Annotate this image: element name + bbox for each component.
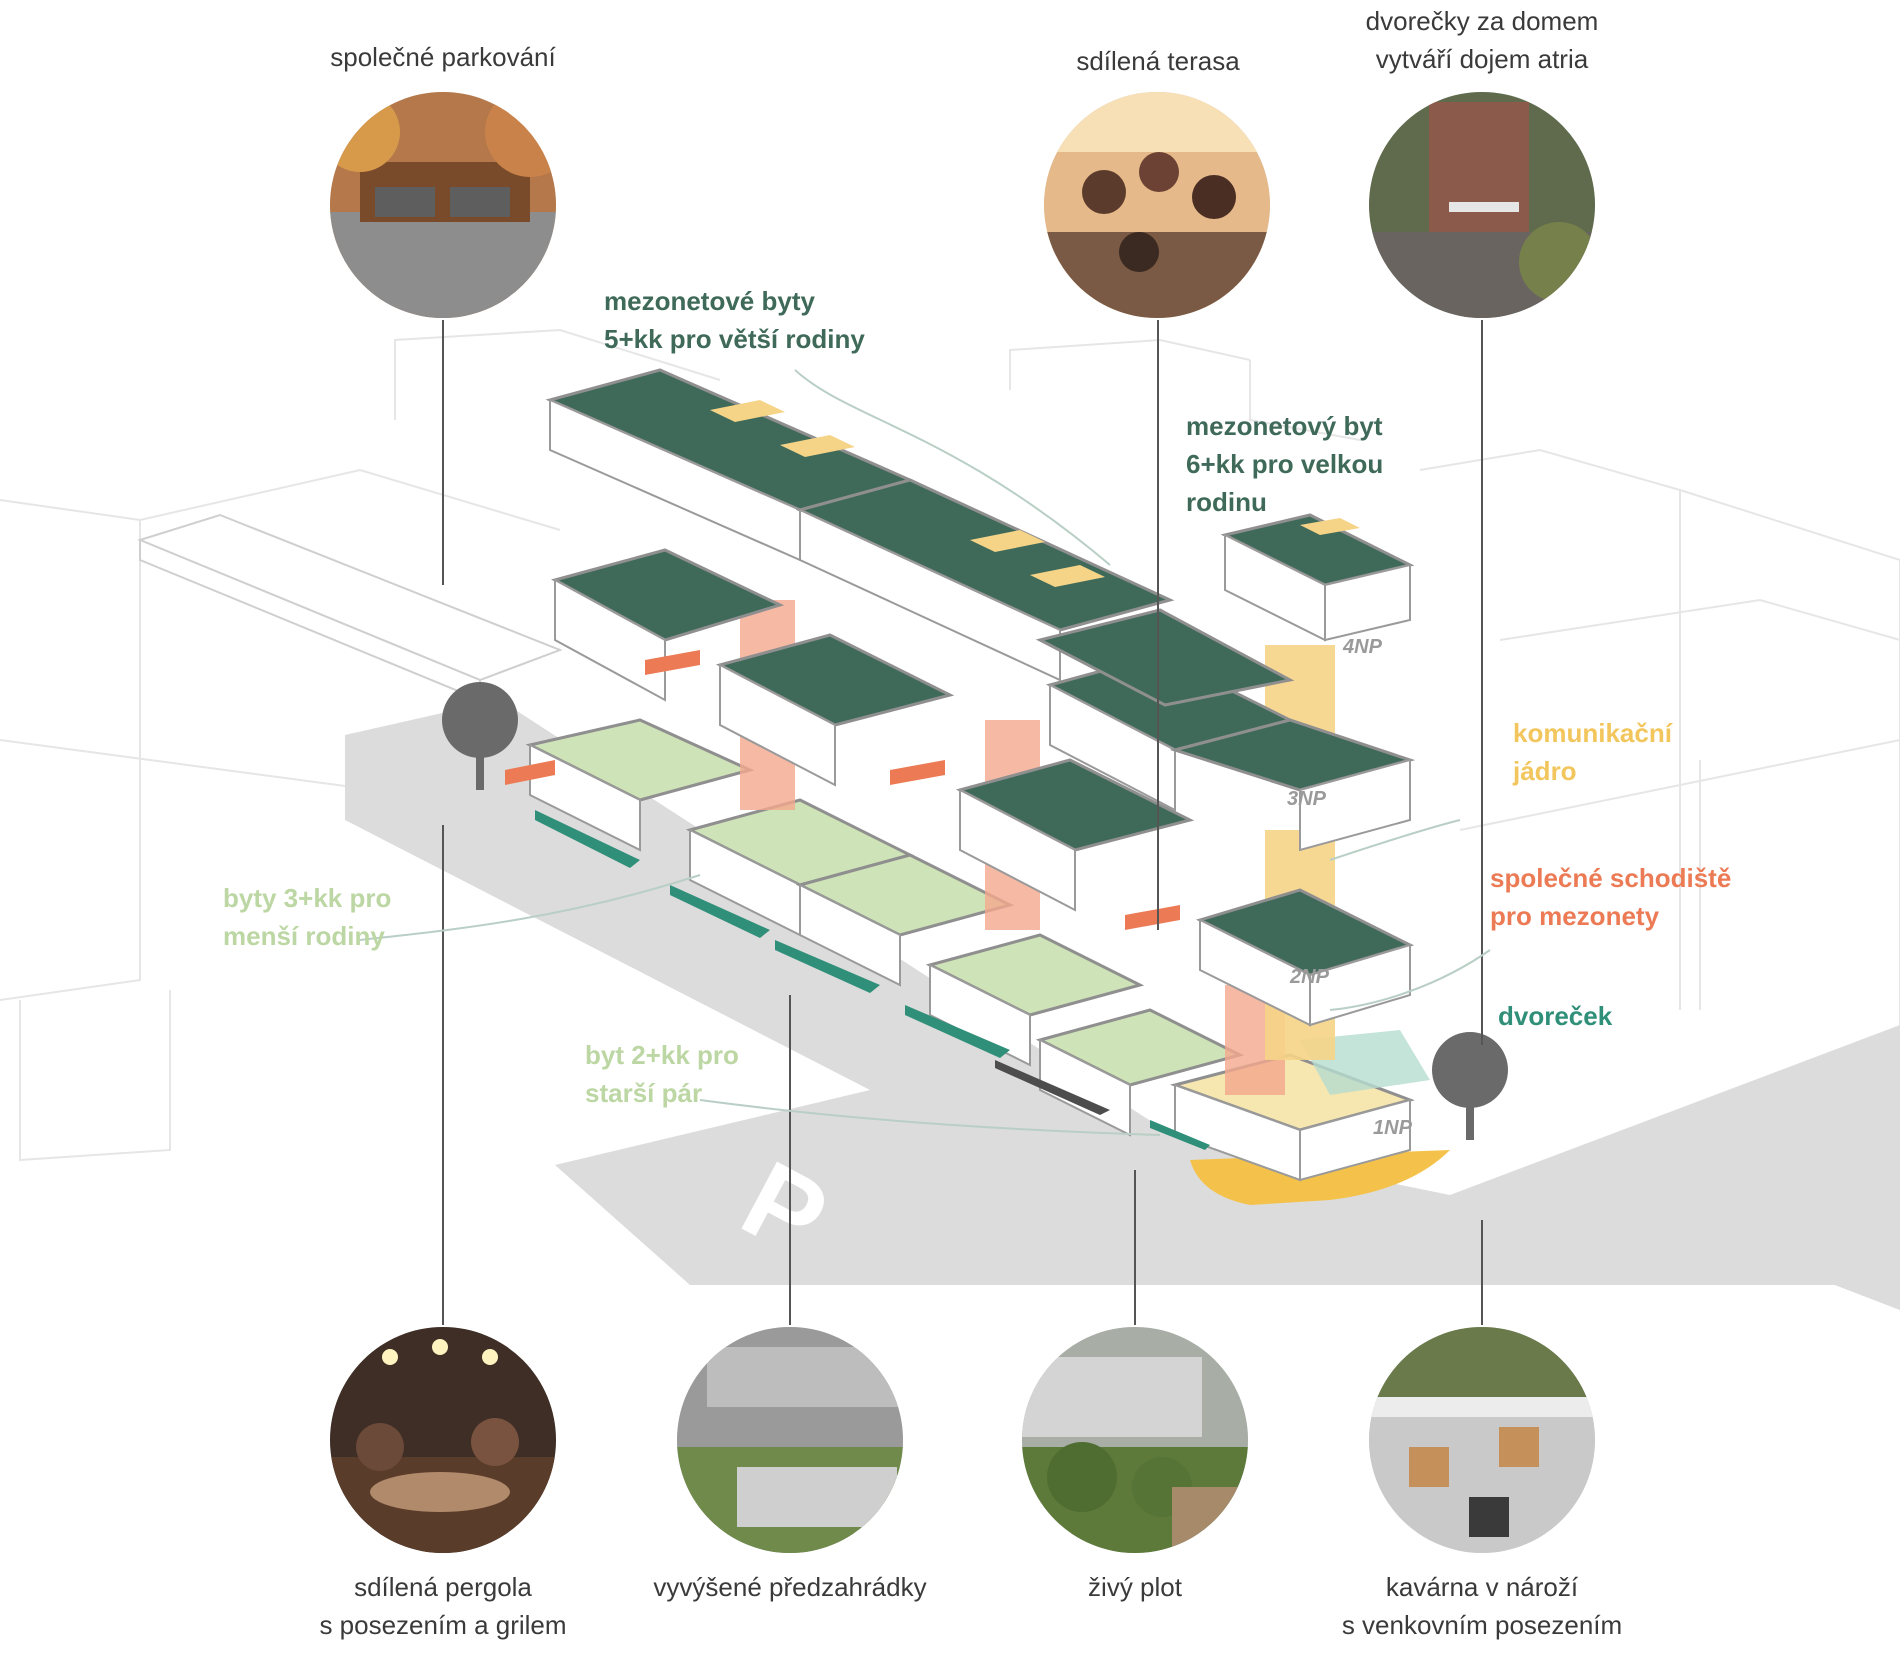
label-mezonet-5kk-line1: mezonetové byty — [604, 286, 815, 316]
label-core-line1: komunikační — [1513, 718, 1672, 748]
label-flat-2kk-line2: starší pár — [585, 1078, 703, 1108]
caption-pergola-line1: sdílená pergola — [354, 1572, 532, 1602]
caption-cafe-line1: kavárna v nároží — [1385, 1572, 1579, 1602]
caption-shared-parking: společné parkování — [330, 42, 556, 72]
caption-pergola-line2: s posezením a grilem — [319, 1610, 567, 1640]
front-gardens-photo — [677, 1327, 903, 1553]
rooftop-party-photo — [1044, 92, 1270, 318]
label-mezonet-5kk-line2: 5+kk pro větší rodiny — [604, 324, 865, 354]
label-stairs-line1: společné schodiště — [1490, 863, 1732, 893]
floor-label-1np: 1NP — [1373, 1117, 1412, 1139]
label-core-line2: jádro — [1513, 756, 1577, 786]
label-courtyard: dvoreček — [1498, 1001, 1613, 1031]
carport-photo — [330, 92, 556, 318]
pergola-dinner-photo — [330, 1327, 556, 1553]
caption-cafe-line2: s venkovním posezením — [1341, 1610, 1623, 1640]
tree-right — [1432, 1032, 1508, 1140]
caption-shared-terrace: sdílená terasa — [1076, 46, 1240, 76]
cafe-terrace-photo — [1369, 1327, 1595, 1553]
floor-2np — [551, 548, 1415, 1027]
tree-left — [442, 682, 518, 790]
floor-label-2np: 2NP — [1290, 966, 1329, 988]
floor-label-4np: 4NP — [1343, 636, 1382, 658]
label-flat-2kk-line1: byt 2+kk pro — [585, 1040, 739, 1070]
leader-lines — [442, 320, 1483, 1325]
caption-hedge: živý plot — [1088, 1572, 1182, 1602]
floor-label-3np: 3NP — [1287, 788, 1326, 810]
caption-raised-gardens: vyvýšené předzahrádky — [653, 1572, 927, 1602]
label-mezonet-6kk-line2: 6+kk pro velkou — [1186, 449, 1384, 479]
label-flat-3kk-line2: menší rodiny — [223, 921, 385, 951]
label-curves — [359, 369, 1491, 1136]
hedge-photo — [1022, 1327, 1248, 1553]
courtyard-atrium-photo — [1369, 92, 1595, 318]
label-stairs-line2: pro mezonety — [1490, 901, 1660, 931]
caption-atrium-line2: vytváří dojem atria — [1375, 44, 1589, 74]
context-buildings — [0, 328, 1900, 1162]
label-flat-3kk-line1: byty 3+kk pro — [223, 883, 392, 913]
caption-atrium-line1: dvorečky za domem — [1365, 6, 1599, 36]
label-mezonet-6kk-line1: mezonetový byt — [1186, 411, 1383, 441]
floor-4np-mezonets — [545, 368, 1415, 707]
parking-carports — [137, 513, 563, 702]
label-mezonet-6kk-line3: rodinu — [1186, 487, 1267, 517]
